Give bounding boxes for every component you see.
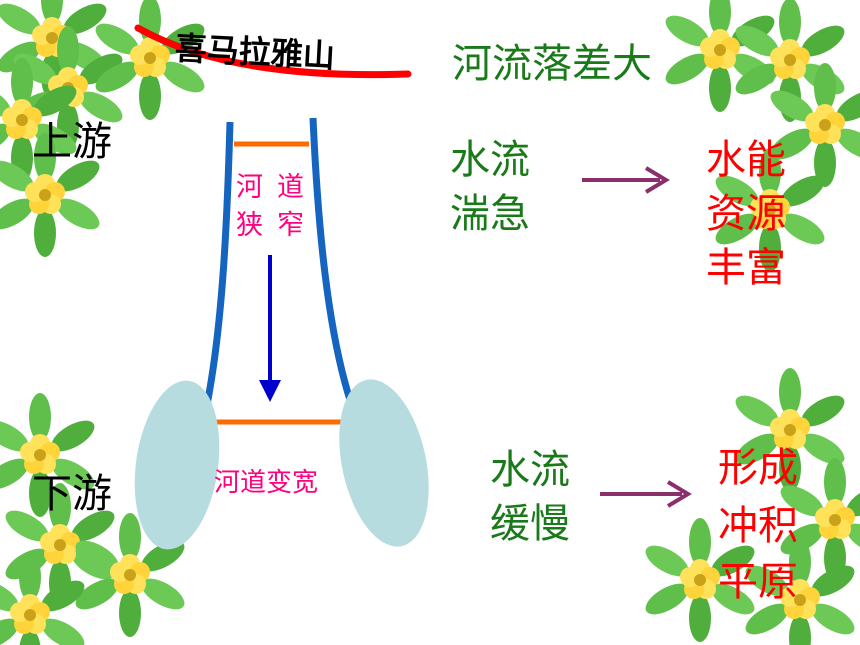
upstream-cause-line1: 水流 — [450, 137, 530, 183]
downstream-label: 下游 — [32, 471, 112, 517]
mountain-label: 喜马拉雅山 — [173, 28, 336, 76]
upstream-result-line3: 丰富 — [706, 245, 786, 291]
downstream-cause-line2: 缓慢 — [490, 501, 570, 547]
left-floodplain-oval — [134, 380, 220, 550]
wide-channel-label: 河道变宽 — [214, 468, 319, 498]
top-statement: 河流落差大 — [452, 41, 652, 87]
upstream-label: 上游 — [32, 119, 112, 165]
river-right-bank — [309, 117, 354, 402]
downstream-cause-line1: 水流 — [490, 447, 570, 493]
flow-arrow-head — [259, 380, 281, 402]
river-left-bank — [202, 121, 234, 411]
narrow-char-2: 道 — [277, 172, 304, 203]
upstream-result-line2: 资源 — [706, 191, 786, 237]
downstream-result-line3: 平原 — [718, 559, 798, 605]
downstream-result-arrow-head — [666, 480, 692, 508]
upstream-cause-line2: 湍急 — [450, 191, 530, 237]
downstream-result-line2: 冲积 — [718, 503, 798, 549]
upstream-result-arrow-head — [644, 166, 670, 194]
right-floodplain-oval — [339, 379, 429, 547]
narrow-char-3: 狭 — [236, 210, 263, 241]
downstream-result-line1: 形成 — [718, 445, 798, 491]
upstream-result-line1: 水能 — [706, 137, 786, 183]
narrow-char-1: 河 — [236, 172, 263, 203]
narrow-char-4: 窄 — [277, 210, 304, 241]
mountain-arc — [134, 24, 412, 79]
